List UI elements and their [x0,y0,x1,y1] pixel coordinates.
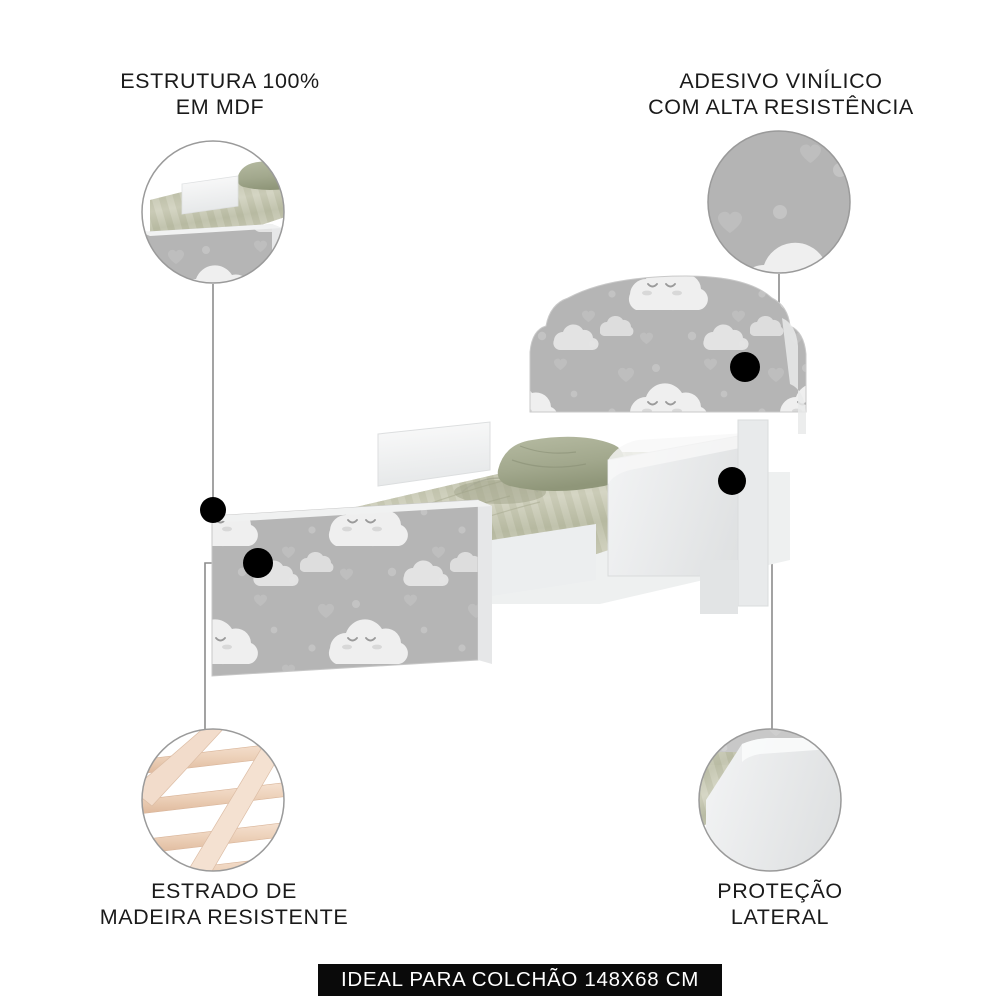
side-rail [492,524,596,596]
headboard-edge [782,318,806,434]
callout-label-estrado-madeira: ESTRADO DE MADEIRA RESISTENTE [99,879,349,929]
footboard-panel [211,499,479,677]
footboard-edge [478,500,492,664]
mattress-size-banner: IDEAL PARA COLCHÃO 148X68 CM [318,964,722,996]
detail-circle-estrado-content [142,729,284,871]
marker-dot-adesivo [730,352,760,382]
detail-circle-estrutura-mdf-content [142,141,284,283]
guard-rail-right-top [608,432,760,484]
callout-label-adesivo-vinilico: ADESIVO VINÍLICO COM ALTA RESISTÊNCIA [648,69,914,119]
detail-circle-estrado [141,728,285,872]
bed-illustration [211,275,807,677]
marker-dot-estrado [243,548,273,578]
bed-leg-rear-right [737,419,769,607]
callout-markers [200,352,760,578]
detail-circle-adesivo-content [708,131,850,273]
callout-label-protecao-lateral: PROTEÇÃO LATERAL [717,879,843,929]
detail-circle-protecao-content [699,729,841,871]
callout-label-estrutura-mdf: ESTRUTURA 100% EM MDF [120,69,320,119]
marker-dot-mdf [200,497,226,523]
headboard-panel [529,275,807,413]
detail-circle-protecao [698,728,842,872]
footboard-top-edge [212,500,492,522]
pillow-creases [511,445,587,468]
detail-circle-estrutura-mdf [141,140,285,284]
marker-dot-protecao [718,467,746,495]
guard-rail-left [377,421,491,487]
detail-circle-adesivo [707,130,851,274]
bed-leg-front-right [700,560,738,614]
pillow [497,436,625,491]
